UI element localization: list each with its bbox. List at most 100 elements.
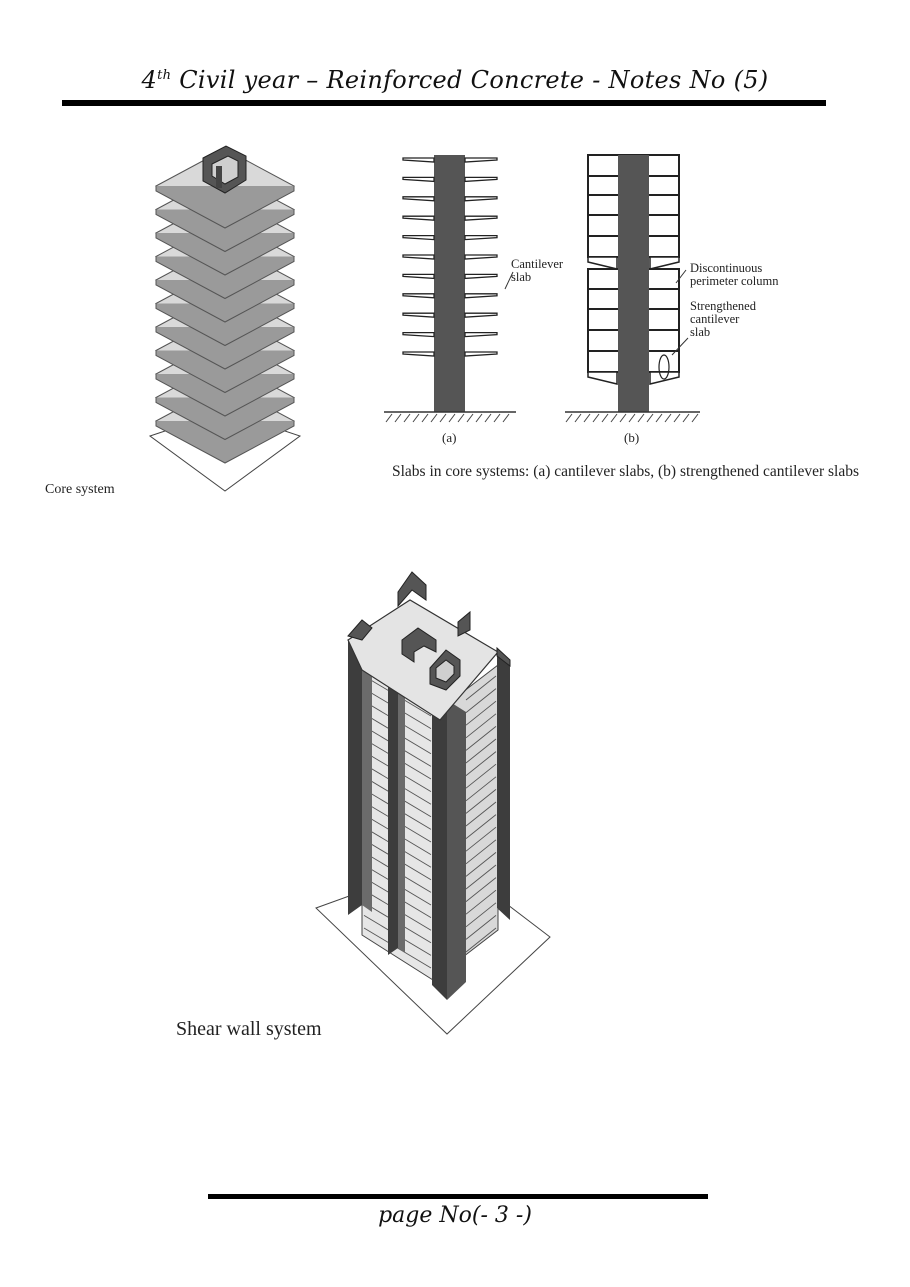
ground-hatch bbox=[457, 413, 465, 423]
core-wall-a bbox=[434, 155, 465, 412]
cantilever-slab-left bbox=[402, 312, 435, 318]
shear-floor-line-right bbox=[465, 839, 497, 865]
shear-floor-line-right bbox=[465, 700, 497, 726]
ground-hatch bbox=[610, 413, 618, 423]
shear-floor-line-right bbox=[465, 675, 497, 701]
ground-hatch bbox=[592, 413, 600, 423]
wall-panel bbox=[398, 676, 405, 953]
slabs-caption: Slabs in core systems: (a) cantilever sl… bbox=[392, 463, 860, 480]
shear-floor-line-right bbox=[465, 927, 497, 953]
core-system-caption: Core system bbox=[45, 482, 115, 497]
shear-floor-line-right bbox=[465, 726, 497, 751]
shear-floor-line-right bbox=[465, 877, 497, 902]
ground-hatch bbox=[439, 413, 447, 423]
bottom-taper-left bbox=[587, 371, 618, 385]
wall-panel bbox=[388, 676, 398, 955]
figure-b-label: (b) bbox=[624, 430, 640, 445]
cantilever-slab-left bbox=[402, 293, 435, 299]
leader-cantilever bbox=[504, 271, 514, 290]
ground-hatch bbox=[655, 413, 663, 423]
shear-floor-line-right bbox=[465, 801, 497, 827]
ground-hatch bbox=[619, 413, 627, 423]
core-slab-edge bbox=[155, 209, 295, 253]
shear-floor-line-right bbox=[465, 751, 497, 776]
ground-hatch bbox=[673, 413, 681, 423]
shear-floor-line-right bbox=[465, 789, 497, 814]
cantilever-slab-left bbox=[402, 176, 435, 183]
shear-floor-line-right bbox=[465, 852, 497, 877]
shear-floor-line-right bbox=[465, 738, 497, 764]
ground-hatch bbox=[601, 413, 609, 423]
strengthened-slabs-figure bbox=[565, 154, 700, 423]
cantilever-slabs-figure bbox=[384, 155, 516, 423]
shear-floor-line-right bbox=[465, 864, 497, 890]
shear-floor-line-right bbox=[465, 915, 497, 940]
discontinuous-column-label: Discontinuous perimeter column bbox=[690, 261, 779, 288]
strengthened-slab-label: Strengthened cantilever slab bbox=[690, 299, 756, 339]
figure-a-label: (a) bbox=[442, 430, 457, 445]
strengthened-marker bbox=[658, 354, 670, 380]
wall-top bbox=[347, 619, 373, 641]
core-slab-edge bbox=[155, 421, 295, 464]
ground-hatch bbox=[574, 413, 582, 423]
cantilever-slab-right bbox=[464, 196, 498, 202]
cantilever-slab-left bbox=[402, 215, 435, 221]
leader-discontinuous bbox=[675, 269, 687, 284]
ground-hatch bbox=[682, 413, 690, 423]
header-title-prefix: 4 bbox=[141, 66, 158, 94]
shear-wall-figure bbox=[315, 571, 551, 1035]
core-system-figure bbox=[148, 145, 302, 492]
cantilever-slab-left bbox=[402, 273, 435, 280]
cantilever-slab-left bbox=[402, 254, 435, 260]
ground-hatch bbox=[502, 413, 510, 423]
cantilever-slab-label: Cantilever slab bbox=[511, 257, 564, 284]
core-slab-edge bbox=[155, 233, 295, 276]
shear-floor-line-right bbox=[465, 814, 497, 839]
core-slab-edge bbox=[155, 350, 295, 394]
cantilever-slab-right bbox=[464, 254, 498, 260]
shear-wall-caption: Shear wall system bbox=[176, 1018, 322, 1040]
cantilever-slab-left bbox=[402, 157, 435, 163]
wall-panel bbox=[348, 630, 362, 915]
shear-floor-line-right bbox=[465, 776, 497, 802]
ground-hatch bbox=[646, 413, 654, 423]
cantilever-slab-right bbox=[464, 312, 498, 318]
ground-hatch bbox=[628, 413, 636, 423]
ground-hatch bbox=[637, 413, 645, 423]
ground-hatch bbox=[583, 413, 591, 423]
ground-hatch bbox=[448, 413, 456, 423]
core-top-inner bbox=[435, 659, 455, 683]
wall-panel bbox=[497, 652, 510, 920]
core-top bbox=[401, 627, 437, 663]
shear-floor-line-right bbox=[465, 763, 497, 789]
wall-top bbox=[457, 610, 471, 637]
taper-right bbox=[649, 256, 680, 270]
cantilever-slab-right bbox=[464, 293, 498, 299]
cantilever-slab-left bbox=[402, 234, 435, 241]
wall-top bbox=[397, 571, 427, 608]
cantilever-slab-left bbox=[402, 351, 435, 357]
header-rule bbox=[62, 100, 826, 106]
core-slab-edge bbox=[155, 374, 295, 417]
cantilever-slab-right bbox=[464, 215, 498, 221]
shear-floor-line-right bbox=[465, 889, 497, 915]
cantilever-slab-right bbox=[464, 273, 498, 280]
shear-floor-line-right bbox=[465, 826, 497, 852]
cantilever-slab-left bbox=[402, 331, 435, 338]
wall-top bbox=[496, 646, 511, 668]
cantilever-slab-right bbox=[464, 331, 498, 338]
core-slab-edge bbox=[155, 280, 295, 323]
ground-hatch bbox=[394, 413, 402, 423]
ground-hatch bbox=[691, 413, 699, 423]
ground-hatch bbox=[565, 413, 573, 423]
ground-hatch bbox=[430, 413, 438, 423]
core-slab-edge bbox=[155, 256, 295, 300]
cantilever-slab-right bbox=[464, 351, 498, 357]
bottom-taper-right bbox=[649, 371, 680, 385]
shear-floor-line-right bbox=[465, 902, 497, 928]
core-slab-edge bbox=[155, 303, 295, 347]
ground-hatch bbox=[403, 413, 411, 423]
ground-hatch bbox=[412, 413, 420, 423]
ground-hatch bbox=[385, 413, 393, 423]
ground-hatch bbox=[664, 413, 672, 423]
